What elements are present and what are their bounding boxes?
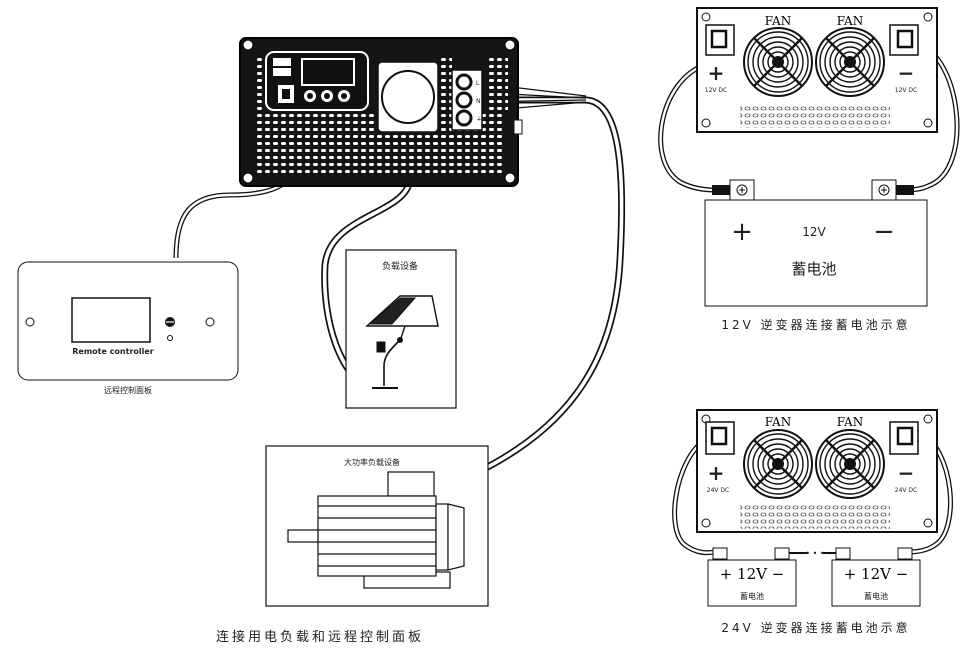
large-load-caption: 大功率负载设备 — [344, 457, 400, 467]
dc-right-label: 12V DC — [895, 87, 917, 94]
battery-a-name: 蓄电池 — [740, 591, 764, 601]
battery-a: + 12V − 蓄电池 — [707, 547, 797, 607]
small-load-caption: 负载设备 — [382, 260, 418, 272]
port-label-n: N — [476, 98, 481, 105]
fan-right-24-label: FAN — [837, 415, 863, 429]
lamp-icon — [365, 295, 439, 389]
bottom-caption: 连接用电负载和远程控制面板 — [216, 629, 424, 645]
inv24-caption: 24V 逆变器连接蓄电池示意 — [721, 620, 910, 635]
small-load-box: 负载设备 — [345, 249, 457, 409]
inverter-24v: FAN FAN + − 24V DC 24V DC + 12V − 蓄电池 + … — [672, 409, 953, 635]
series-ellipsis: • • • — [805, 549, 824, 558]
motor-icon — [287, 471, 465, 589]
battery-minus-label: − — [873, 217, 895, 247]
fan-right-icon — [814, 26, 886, 98]
fan-right-label: FAN — [837, 14, 863, 28]
battery-voltage-label: 12V — [802, 225, 826, 239]
plus-24-label: + — [708, 461, 725, 485]
battery-b: + 12V − 蓄电池 — [831, 547, 921, 607]
fan-left-24-label: FAN — [765, 415, 791, 429]
battery-a-text: + 12V − — [720, 565, 785, 583]
port-label-ground: ⏚ — [476, 116, 482, 123]
port-label-l: L — [476, 80, 480, 87]
remote-label: Remote controller — [72, 347, 154, 356]
dc-right-24-label: 24V DC — [895, 487, 917, 494]
inv12-caption: 12V 逆变器连接蓄电池示意 — [721, 317, 910, 332]
fan-right-24-icon — [814, 428, 886, 500]
fan-left-24-icon — [742, 428, 814, 500]
plus-label: + — [708, 61, 725, 85]
main-inverter: L N ⏚ — [239, 37, 523, 187]
remote-controller: Remote controller — [17, 261, 239, 381]
remote-caption: 远程控制面板 — [104, 385, 152, 395]
fan-left-icon — [742, 26, 814, 98]
inverter-12v: FAN FAN + − 12V DC 12V DC + − 12V 蓄电池 12… — [658, 7, 960, 332]
minus-label: − — [898, 61, 915, 85]
dc-left-24-label: 24V DC — [707, 487, 729, 494]
fan-left-label: FAN — [765, 14, 791, 28]
battery-b-text: + 12V − — [844, 565, 909, 583]
dc-left-label: 12V DC — [705, 87, 727, 94]
large-load-box: 大功率负载设备 — [265, 445, 489, 607]
battery-b-name: 蓄电池 — [864, 591, 888, 601]
battery-name-label: 蓄电池 — [791, 260, 836, 278]
battery-plus-label: + — [731, 217, 753, 247]
minus-24-label: − — [898, 461, 915, 485]
battery-12v: + − 12V 蓄电池 — [704, 179, 928, 307]
